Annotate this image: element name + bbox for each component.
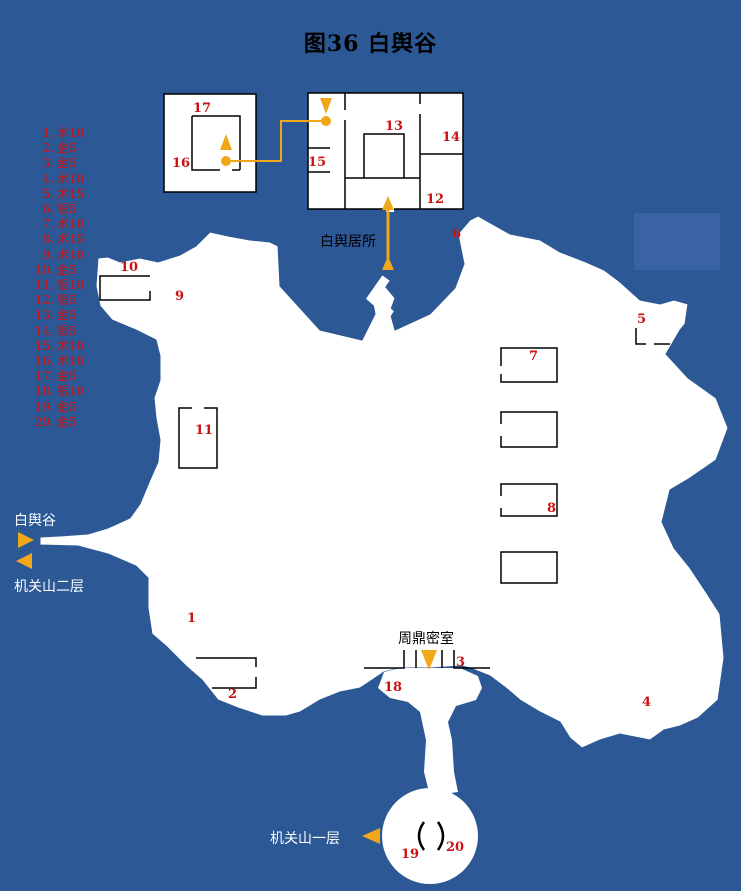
marker-6: 6 — [452, 227, 462, 242]
legend-item: 10.金5 — [34, 262, 77, 277]
building-d — [500, 551, 558, 584]
map-title: 图36 白舆谷 — [303, 31, 438, 57]
place-jiguan-2f: 机关山二层 — [14, 579, 84, 595]
building-2 — [196, 657, 257, 667]
legend-item: 20.金5 — [34, 414, 77, 429]
legend-item: 14.银5 — [34, 323, 77, 338]
marker-1: 1 — [187, 611, 197, 626]
marker-13: 13 — [385, 119, 404, 134]
arrow-down-right-room — [320, 98, 332, 114]
building-7 — [500, 347, 558, 383]
legend-item: 13.金5 — [34, 308, 77, 323]
marker-4: 4 — [642, 695, 652, 710]
marker-5: 5 — [637, 312, 647, 327]
marker-10: 10 — [120, 260, 139, 275]
building-5 — [635, 328, 646, 345]
marker-15: 15 — [308, 155, 327, 170]
marker-16: 16 — [172, 156, 191, 171]
legend-item: 16.术10 — [34, 354, 85, 369]
place-zhouding-room: 周鼎密室 — [398, 631, 454, 647]
building-10 — [99, 275, 151, 301]
south-corridor — [378, 668, 482, 796]
marker-20: 20 — [446, 840, 465, 855]
arrow-up-residence — [382, 196, 394, 210]
legend-item: 2.金5 — [42, 141, 77, 156]
shaded-area — [634, 213, 720, 270]
marker-17: 17 — [193, 101, 212, 116]
room-box-right — [307, 92, 464, 210]
arrow-up-left-room — [220, 134, 232, 150]
place-baiyu-valley: 白舆谷 — [14, 513, 56, 529]
item-legend: 1.术10 2.金5 3.金5 4.术10 5.术15 6.银5 7.术10 8… — [24, 126, 84, 430]
arrow-left-jiguan2 — [16, 553, 32, 569]
marker-9: 9 — [175, 289, 185, 304]
arrow-left-jiguan1 — [362, 828, 380, 844]
place-baiyu-residence: 白舆居所 — [320, 234, 376, 250]
marker-8: 8 — [547, 501, 557, 516]
legend-item: 9.术10 — [42, 247, 85, 262]
south-chamber — [382, 788, 478, 884]
marker-3: 3 — [456, 655, 466, 670]
marker-18: 18 — [384, 680, 403, 695]
legend-item: 19.金5 — [34, 399, 77, 414]
legend-item: 8.术15 — [42, 232, 85, 247]
legend-item: 17.金5 — [34, 369, 77, 384]
zigzag-passage — [365, 275, 394, 341]
legend-item: 18.银10 — [34, 384, 85, 399]
arrow-right-valley — [18, 532, 34, 548]
legend-item: 15.术10 — [34, 338, 85, 353]
legend-item: 12.银5 — [34, 293, 77, 308]
place-jiguan-1f: 机关山一层 — [270, 831, 340, 847]
legend-item: 4.术10 — [42, 171, 85, 186]
marker-12: 12 — [426, 192, 445, 207]
legend-item: 3.金5 — [42, 156, 77, 171]
building-b — [500, 411, 558, 448]
legend-item: 5.术15 — [42, 186, 85, 201]
marker-7: 7 — [529, 349, 539, 364]
legend-item: 7.术10 — [42, 217, 85, 232]
legend-item: 11.银10 — [34, 278, 85, 293]
arrow-up-zigzag — [382, 256, 394, 270]
building-8 — [500, 483, 558, 517]
marker-11: 11 — [195, 423, 214, 438]
legend-item: 1.术10 — [42, 126, 85, 140]
marker-14: 14 — [442, 130, 461, 145]
marker-19: 19 — [401, 847, 420, 862]
arrow-down-zhouding — [421, 650, 437, 670]
marker-2: 2 — [228, 687, 238, 702]
legend-item: 6.银5 — [42, 202, 77, 217]
